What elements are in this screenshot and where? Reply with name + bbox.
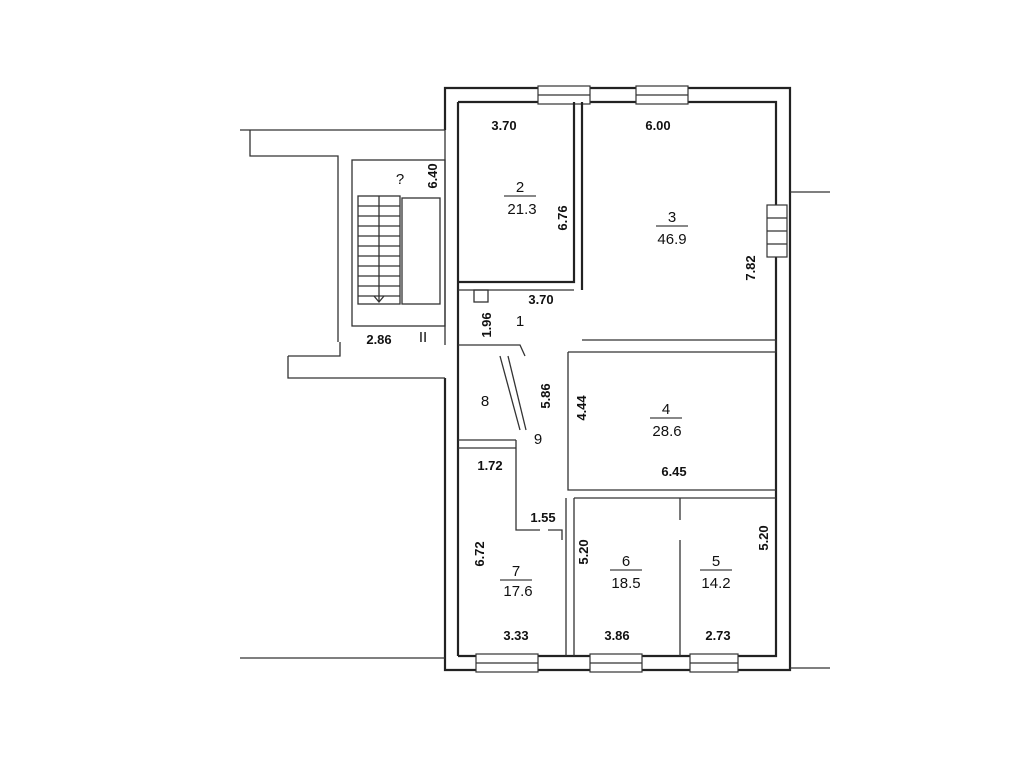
room-1-number: 1 <box>516 313 524 330</box>
dim-stair-height: 6.40 <box>425 163 440 188</box>
dim-room5-width: 2.73 <box>705 628 730 643</box>
room-2-label: 2 21.3 <box>504 179 537 218</box>
room-4-area: 28.6 <box>652 423 681 440</box>
room-2-area: 21.3 <box>507 201 536 218</box>
dim-room2-width: 3.70 <box>491 118 516 133</box>
room-7-area: 17.6 <box>503 583 532 600</box>
room-6-number: 6 <box>622 553 630 570</box>
dim-room4-height: 4.44 <box>574 395 589 421</box>
dim-room8-width: 1.72 <box>477 458 502 473</box>
dim-passage-width: 1.55 <box>530 510 555 525</box>
dim-corridor-width: 3.70 <box>528 292 553 307</box>
room-8-number: 8 <box>481 393 489 410</box>
dim-room7-height: 6.72 <box>472 541 487 566</box>
room-6-area: 18.5 <box>611 575 640 592</box>
room-9-number: 9 <box>534 431 542 448</box>
dim-room4-width: 6.45 <box>661 464 686 479</box>
dim-room3-height: 7.82 <box>743 255 758 280</box>
room-3-number: 3 <box>668 209 676 226</box>
room-7-label: 7 17.6 <box>500 563 533 600</box>
dim-room2-height: 6.76 <box>555 205 570 230</box>
stairwell <box>351 159 446 327</box>
dim-passage-height: 5.86 <box>538 383 553 408</box>
room-3-area: 46.9 <box>657 231 686 248</box>
room-2-number: 2 <box>516 179 524 196</box>
dim-landing-width: 2.86 <box>366 332 391 347</box>
windows-top <box>537 85 689 105</box>
dim-room6-width: 3.86 <box>604 628 629 643</box>
stair-level-label: II <box>419 329 427 346</box>
room-3-label: 3 46.9 <box>656 209 688 248</box>
window-right <box>766 204 788 258</box>
stair-mark: ? <box>396 171 404 188</box>
room-5-label: 5 14.2 <box>700 553 732 592</box>
room-6-label: 6 18.5 <box>610 553 642 592</box>
interior-walls <box>458 102 777 656</box>
dim-room6-height: 5.20 <box>576 539 591 564</box>
room-4-label: 4 28.6 <box>650 401 682 440</box>
windows-bottom <box>475 653 739 673</box>
room-5-area: 14.2 <box>701 575 730 592</box>
exterior-walls <box>240 86 830 672</box>
dim-room7-width: 3.33 <box>503 628 528 643</box>
room-7-number: 7 <box>512 563 520 580</box>
room-4-number: 4 <box>662 401 670 418</box>
dim-room3-width: 6.00 <box>645 118 670 133</box>
dim-corridor-height: 1.96 <box>479 312 494 337</box>
dim-room5-height: 5.20 <box>756 525 771 550</box>
room-5-number: 5 <box>712 553 720 570</box>
